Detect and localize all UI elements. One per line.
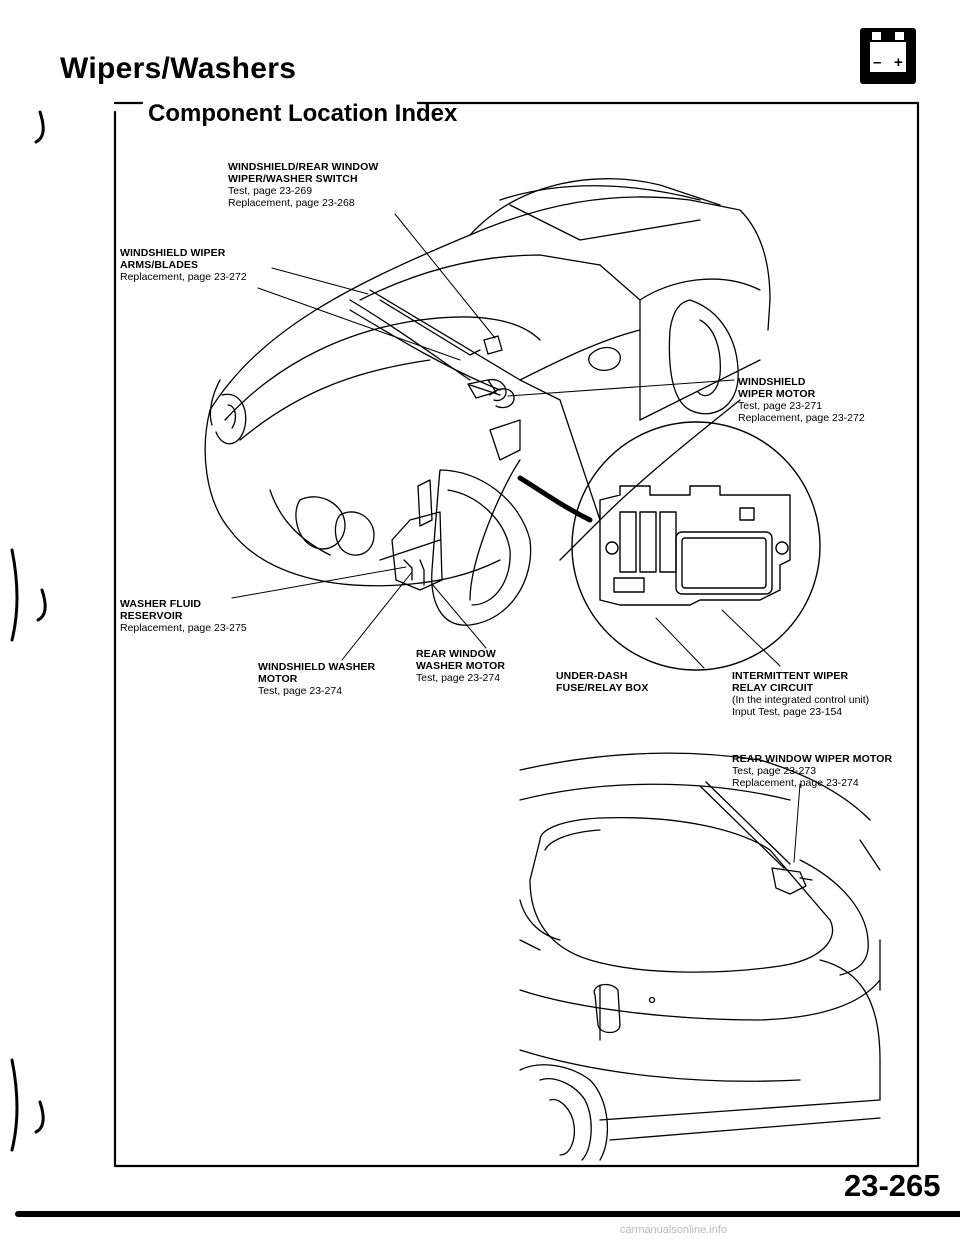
battery-terminal-icon xyxy=(872,32,881,40)
callout-heading: RESERVOIR xyxy=(120,610,183,622)
binder-mark xyxy=(10,1058,19,1152)
callout-heading: WINDSHIELD WASHER xyxy=(258,661,376,673)
battery-icon: – + xyxy=(860,28,916,84)
wiper-motor-drawing xyxy=(467,378,507,402)
callout-windshield-wiper-motor: WINDSHIELD WIPER MOTOR Test, page 23-271… xyxy=(738,376,865,424)
integrated-control-unit-detail xyxy=(571,421,821,671)
detail-connector xyxy=(517,475,593,523)
battery-terminal-icon xyxy=(895,32,904,40)
callout-heading: REAR WINDOW xyxy=(416,648,496,660)
battery-plus: + xyxy=(894,54,903,71)
callout-heading: WINDSHIELD WIPER xyxy=(120,247,226,259)
test-reference: Test, page 23-269 xyxy=(228,185,313,197)
test-reference: Input Test, page 23-154 xyxy=(732,706,843,718)
page-title: Wipers/Washers xyxy=(60,52,297,85)
battery-minus: – xyxy=(873,54,882,71)
replacement-reference: Replacement, page 23-272 xyxy=(738,412,865,424)
leader-lines xyxy=(231,213,781,669)
callout-heading: FUSE/RELAY BOX xyxy=(556,682,649,694)
page-number: 23-265 xyxy=(844,1168,941,1203)
replacement-reference: Replacement, page 23-272 xyxy=(120,271,247,283)
rear-wiper-drawing xyxy=(699,781,813,895)
callout-heading: INTERMITTENT WIPER xyxy=(732,670,849,682)
callout-rear-window-wiper-motor: REAR WINDOW WIPER MOTOR Test, page 23-27… xyxy=(732,753,892,789)
callout-wiper-washer-switch: WINDSHIELD/REAR WINDOW WIPER/WASHER SWIT… xyxy=(228,161,378,209)
callout-washer-fluid-reservoir: WASHER FLUID RESERVOIR Replacement, page… xyxy=(120,598,247,634)
callout-wiper-arms-blades: WINDSHIELD WIPER ARMS/BLADES Replacement… xyxy=(120,247,247,283)
test-reference: Test, page 23-274 xyxy=(416,672,501,684)
callout-rear-window-washer-motor: REAR WINDOW WASHER MOTOR Test, page 23-2… xyxy=(416,648,505,684)
test-reference: Test, page 23-274 xyxy=(258,685,343,697)
callout-note: (In the integrated control unit) xyxy=(732,694,870,706)
callout-windshield-washer-motor: WINDSHIELD WASHER MOTOR Test, page 23-27… xyxy=(258,661,375,697)
rear-car xyxy=(519,752,881,1161)
front-car xyxy=(204,178,771,626)
battery-body: – + xyxy=(870,42,906,72)
binder-mark xyxy=(34,1100,45,1134)
callout-heading: MOTOR xyxy=(258,673,298,685)
washer-reservoir-drawing xyxy=(391,479,443,591)
callout-heading: WINDSHIELD/REAR WINDOW xyxy=(228,161,379,173)
binder-mark xyxy=(34,110,45,144)
test-reference: Test, page 23-271 xyxy=(738,400,823,412)
callout-heading: ARMS/BLADES xyxy=(120,259,199,271)
frame-border xyxy=(113,101,920,1168)
replacement-reference: Replacement, page 23-268 xyxy=(228,197,355,209)
callout-heading: WASHER MOTOR xyxy=(416,660,506,672)
watermark: carmanualsonline.info xyxy=(620,1224,728,1236)
replacement-reference: Replacement, page 23-275 xyxy=(120,622,247,634)
callout-heading: UNDER-DASH xyxy=(556,670,628,682)
binder-mark xyxy=(36,588,47,622)
binder-mark xyxy=(10,548,19,642)
callout-heading: WIPER MOTOR xyxy=(738,388,816,400)
test-reference: Test, page 23-273 xyxy=(732,765,817,777)
callout-under-dash-fuse-relay-box: UNDER-DASH FUSE/RELAY BOX xyxy=(556,670,648,694)
callout-heading: RELAY CIRCUIT xyxy=(732,682,814,694)
callout-intermittent-wiper-relay: INTERMITTENT WIPER RELAY CIRCUIT (In the… xyxy=(732,670,869,718)
replacement-reference: Replacement, page 23-274 xyxy=(732,777,859,789)
callout-heading: REAR WINDOW WIPER MOTOR xyxy=(732,753,893,765)
wiper-switch-drawing xyxy=(483,335,503,355)
callout-heading: WIPER/WASHER SWITCH xyxy=(228,173,358,185)
callout-heading: WASHER FLUID xyxy=(120,598,202,610)
callout-heading: WINDSHIELD xyxy=(738,376,806,388)
section-title: Component Location Index xyxy=(148,100,458,127)
